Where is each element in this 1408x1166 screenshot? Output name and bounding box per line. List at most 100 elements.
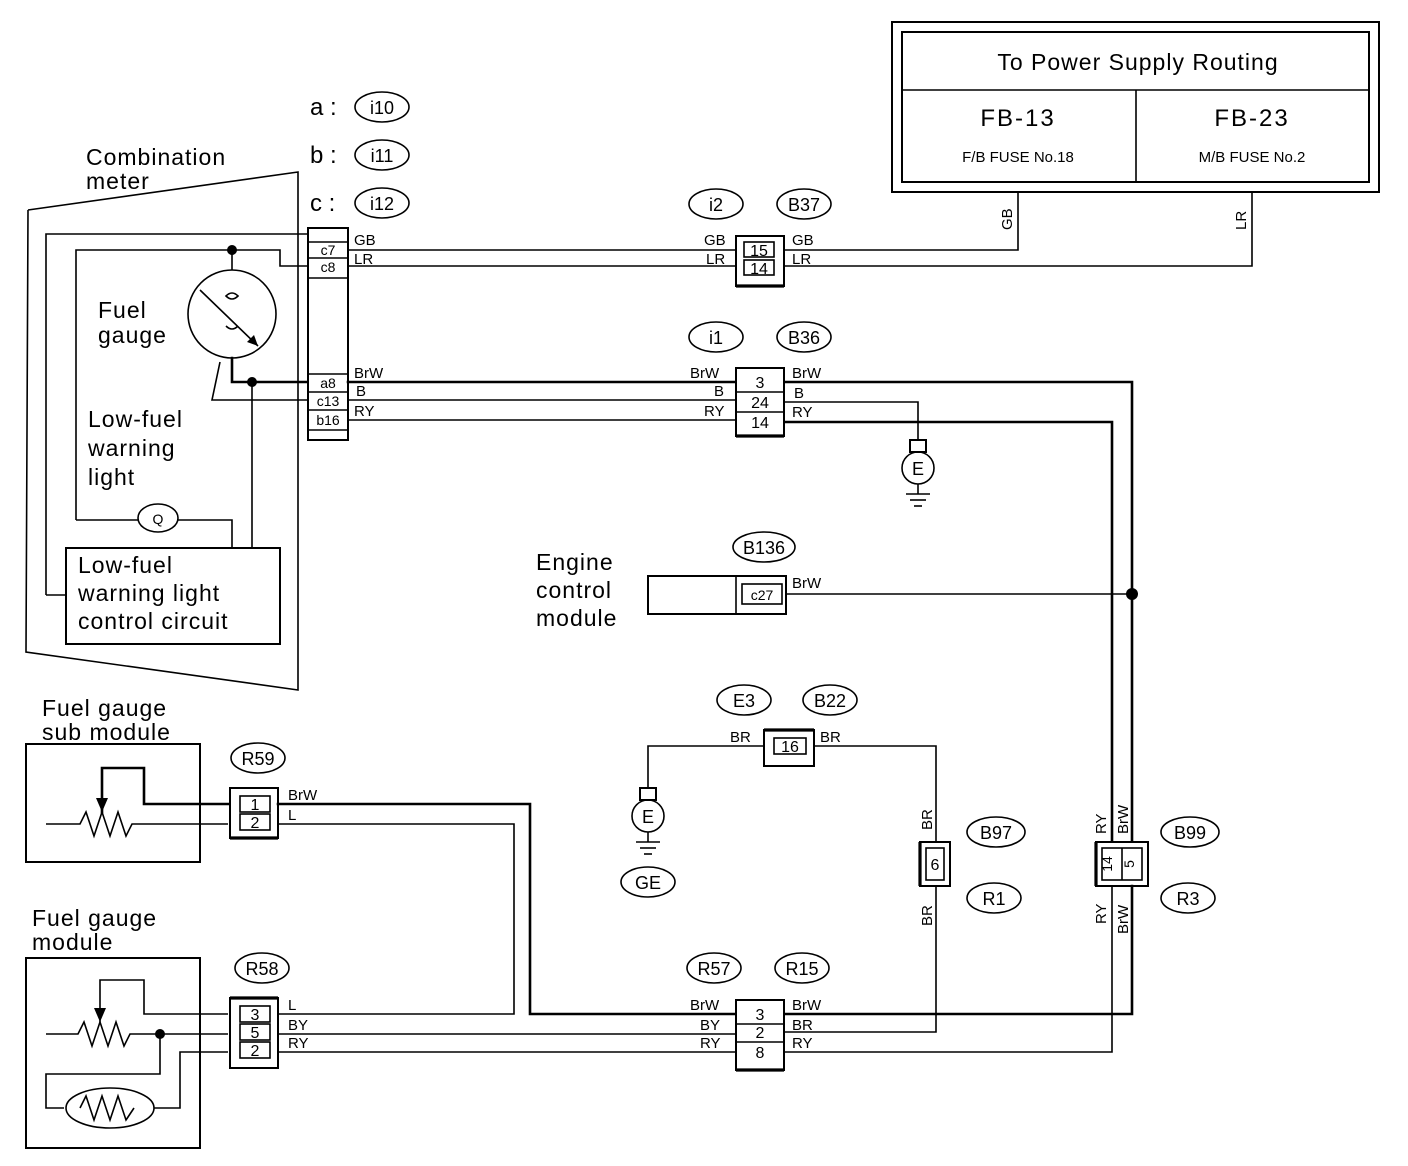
wire-br-e3: BR: [730, 729, 751, 746]
ecm-label-2: control: [536, 577, 612, 603]
low-fuel-label-2: warning: [87, 435, 176, 461]
fuse-fb23-sub: M/B FUSE No.2: [1199, 149, 1306, 166]
meter-pin-c13: c13: [317, 393, 340, 409]
gauge-module-label-2: module: [32, 929, 113, 955]
power-supply-title: To Power Supply Routing: [997, 49, 1278, 75]
wire-gb-i2: GB: [704, 232, 726, 249]
tag-r15: R15: [785, 959, 818, 979]
pin-i1-3: 3: [756, 375, 765, 392]
legend-a-letter: a :: [310, 94, 337, 121]
pin-e3-16: 16: [781, 739, 799, 756]
gauge-module-label-1: Fuel gauge: [32, 905, 157, 931]
variable-resistor-arrow-icon: [94, 1008, 106, 1022]
wire-l-r58: L: [288, 997, 296, 1014]
pin-r57-8: 8: [756, 1045, 765, 1062]
pin-r59-2: 2: [251, 815, 260, 832]
wire-ry-b36: RY: [792, 404, 813, 421]
pin-b97-6: 6: [931, 857, 940, 874]
fuel-gauge-module: Fuel gauge module R58 3 5 2 L BY RY: [25, 905, 736, 1149]
pin-r57-3: 3: [756, 1007, 765, 1024]
ctrl-label-1: Low-fuel: [78, 552, 173, 578]
sub-module-label-1: Fuel gauge: [42, 695, 167, 721]
fuel-gauge-sub-module: Fuel gauge sub module R59 1 2 BrW L: [25, 695, 738, 1016]
meter-pin-a8: a8: [320, 375, 336, 391]
legend-c-code: i12: [370, 194, 394, 214]
wire-br-r1: BR: [919, 905, 936, 926]
tag-b22: B22: [814, 691, 846, 711]
wire-ry-r58: RY: [288, 1035, 309, 1052]
tag-b36: B36: [788, 328, 820, 348]
wire-brw-b36: BrW: [792, 365, 822, 382]
tag-e3: E3: [733, 691, 755, 711]
wire-by-r57: BY: [700, 1017, 720, 1034]
legend-b-code: i11: [371, 146, 394, 166]
wire-lr-meter: LR: [354, 251, 373, 268]
warning-light-bulb-icon: [137, 503, 179, 533]
tag-r3: R3: [1176, 889, 1199, 909]
tag-b136: B136: [743, 538, 785, 558]
ecm-label-3: module: [536, 605, 617, 631]
pin-r57-2: 2: [756, 1025, 765, 1042]
connector-e3-b22: E3 B22 16 BR BR E GE: [620, 684, 937, 898]
wire-lr-fuse: LR: [1233, 211, 1250, 230]
sub-module-label-2: sub module: [42, 719, 171, 745]
power-supply-routing-box: To Power Supply Routing FB-13 F/B FUSE N…: [891, 21, 1380, 193]
meter-pin-c8: c8: [321, 259, 336, 275]
pin-r58-5: 5: [251, 1025, 260, 1042]
ground-e3-symbol: E: [642, 807, 654, 827]
fuse-fb13-sub: F/B FUSE No.18: [962, 149, 1074, 166]
wire-l-r59: L: [288, 807, 296, 824]
meter-connector-block: [307, 227, 349, 441]
wire-brw-meter: BrW: [354, 365, 384, 382]
legend-a-code: i10: [370, 98, 394, 118]
tag-i1: i1: [709, 328, 723, 348]
tag-r57: R57: [697, 959, 730, 979]
tag-ge: GE: [635, 873, 661, 893]
wire-brw-r15: BrW: [792, 997, 822, 1014]
wire-lr-i2: LR: [706, 251, 725, 268]
connector-b99-r3: RY BrW 14 5 B99 R3 RY BrW: [782, 804, 1220, 1053]
wire-br-b97-top: BR: [919, 809, 936, 830]
ecm-pin-c27: c27: [751, 587, 774, 603]
connector-r57-r15: R57 R15 3 2 8 BrW BY RY BrW BR RY: [686, 952, 830, 1072]
legend-b-letter: b :: [310, 142, 337, 169]
pin-i2-15: 15: [750, 243, 768, 260]
fuel-gauge-label-2: gauge: [98, 322, 167, 348]
meter-pin-c7: c7: [321, 242, 336, 258]
ground-b36: E: [901, 439, 935, 507]
wire-br-b22: BR: [820, 729, 841, 746]
wire-brw-r59: BrW: [288, 787, 318, 804]
tag-b99: B99: [1174, 823, 1206, 843]
pin-r59-1: 1: [251, 797, 260, 814]
wire-br-r15: BR: [792, 1017, 813, 1034]
fuel-gauge-label-1: Fuel: [98, 297, 147, 323]
combination-meter: Combination meter Fuel gauge Low-fuel wa…: [25, 144, 349, 691]
tag-b37: B37: [788, 195, 820, 215]
wire-ry-meter: RY: [354, 403, 375, 420]
legend-c-letter: c :: [310, 190, 335, 217]
wire-brw-i1: BrW: [690, 365, 720, 382]
power-wires: GB LR GB LR GB LR GB LR: [348, 192, 1253, 268]
wire-by-r58: BY: [288, 1017, 308, 1034]
connector-i1-b36: i1 B36 3 24 14: [688, 321, 832, 438]
wire-lr-b37: LR: [792, 251, 811, 268]
fuse-fb13: FB-13: [980, 105, 1055, 132]
wire-gb-fuse: GB: [999, 208, 1016, 230]
tag-r59: R59: [241, 749, 274, 769]
tag-b97: B97: [980, 823, 1012, 843]
connector-i2-b37: i2 B37 15 14: [688, 188, 832, 288]
variable-resistor-arrow-icon: [96, 798, 108, 812]
fuel-gauge-icon: [187, 269, 277, 359]
warning-light-symbol: Q: [153, 511, 164, 527]
pin-i2-14: 14: [750, 261, 768, 278]
wire-gb-b37: GB: [792, 232, 814, 249]
ecm-label-1: Engine: [536, 549, 614, 575]
engine-control-module: Engine control module B136 c27 BrW: [536, 531, 1132, 631]
wire-ry-r15: RY: [792, 1035, 813, 1052]
tag-r1: R1: [982, 889, 1005, 909]
combination-meter-label-2: meter: [86, 168, 150, 194]
ctrl-label-3: control circuit: [78, 608, 228, 634]
wire-ry-r57: RY: [700, 1035, 721, 1052]
pin-r58-2: 2: [251, 1043, 260, 1060]
combination-meter-label-1: Combination: [86, 144, 226, 170]
